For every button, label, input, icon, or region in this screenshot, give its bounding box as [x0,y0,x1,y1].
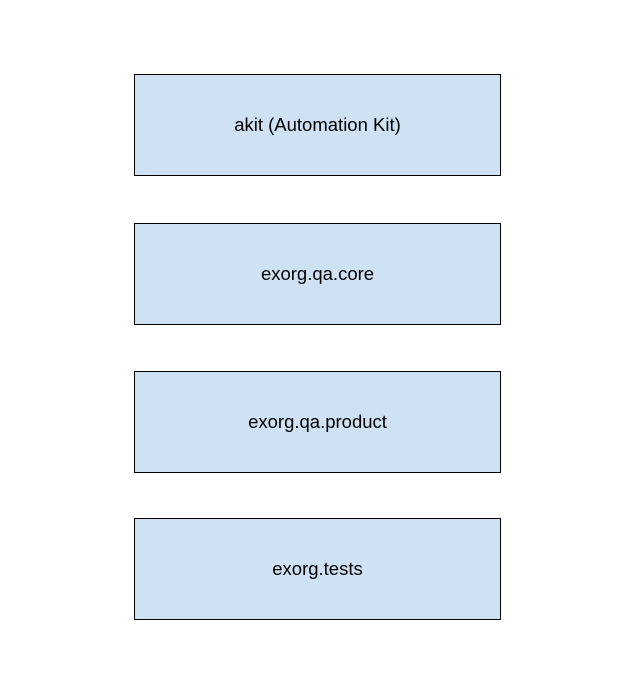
diagram-node-label: exorg.qa.product [248,410,387,432]
diagram-node-exorg-tests: exorg.tests [134,518,501,620]
diagram-node-exorg-qa-core: exorg.qa.core [134,223,501,325]
diagram-node-label: exorg.tests [272,557,363,579]
diagram-node-label: exorg.qa.core [260,262,375,284]
diagram-node-akit: akit (Automation Kit) [134,74,501,176]
diagram-node-label: akit (Automation Kit) [234,113,401,135]
diagram-node-exorg-qa-product: exorg.qa.product [134,371,501,473]
